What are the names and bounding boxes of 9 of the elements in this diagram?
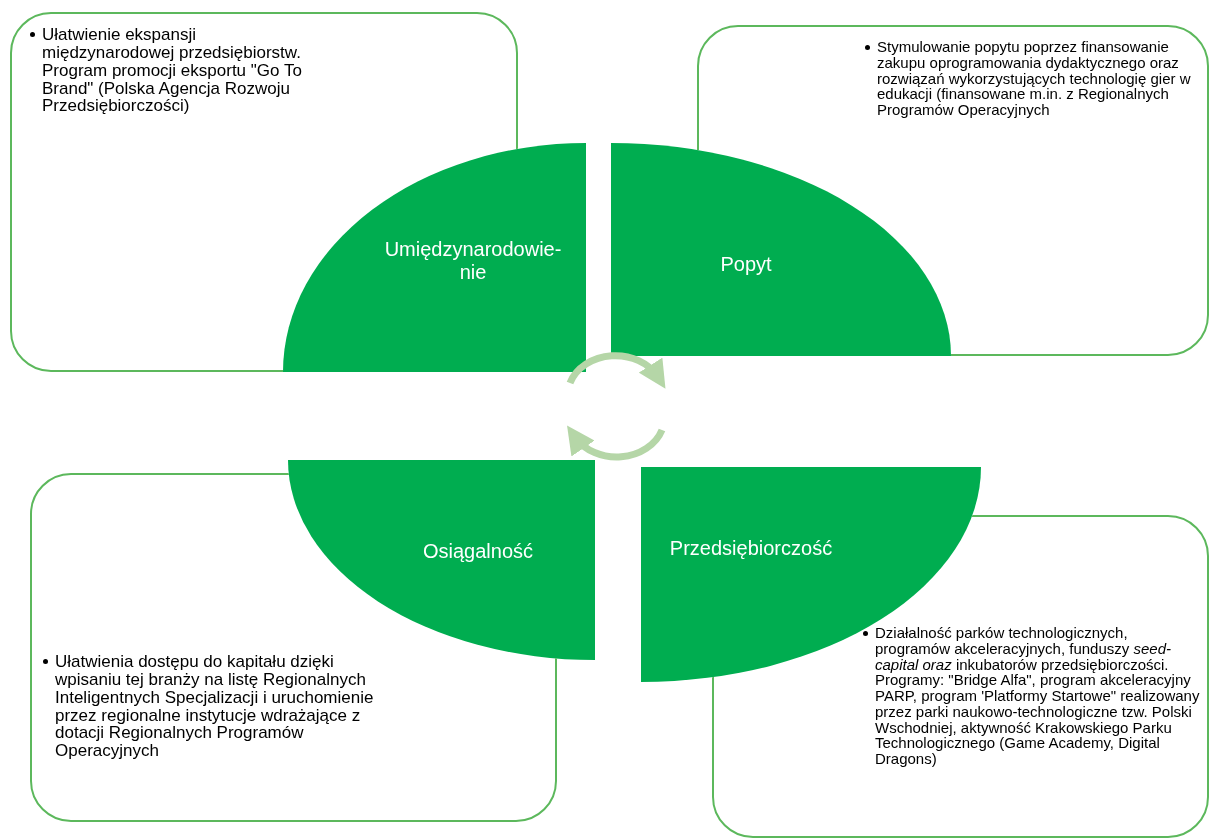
bullet-text: Działalność parków technologicznych, programów akceleracyjnych, funduszy seed-capital oraz inkubatorów przedsiębiorczości. Programy: "Bridge Alfa", program akceleracyjny PARP, program 'Platformy Startowe" realizowany przez parki naukowo-technologiczne tzw. Polski Wschodniej, aktywność Krakowskiego Parku Technologicznego (Game Academy, Digital Dragons) [875, 624, 1200, 767]
bullet-text: Ułatwienie ekspansji międzynarodowej przedsiębiorstw. Program promocji eksportu "Go To Brand" (Polska Agencja Rozwoju Przedsiębiorczości) [42, 25, 302, 116]
text-card [30, 473, 557, 822]
bullet-text: Ułatwienia dostępu do kapitału dzięki wpisaniu tej branży na listę Regionalnych Inteligentnych Specjalizacji i uruchomienie przez regionalne instytucje wdrażające z dotacji Regionalnych Programów Operacyjnych [55, 652, 374, 761]
segment-label: Przedsiębiorczość [668, 537, 834, 560]
segment-label: Popyt [719, 253, 773, 276]
bullet-text: Stymulowanie popytu poprzez finansowanie zakupu oprogramowania dydaktycznego oraz rozwiązań wykorzystujących technologię gier w edukacji (finansowane m.in. z Regionalnych Programów Operacyjnych [877, 38, 1191, 118]
segment-label: Umiędzynarodowie-nie [383, 238, 563, 284]
segment-label: Osiągalność [421, 540, 535, 563]
